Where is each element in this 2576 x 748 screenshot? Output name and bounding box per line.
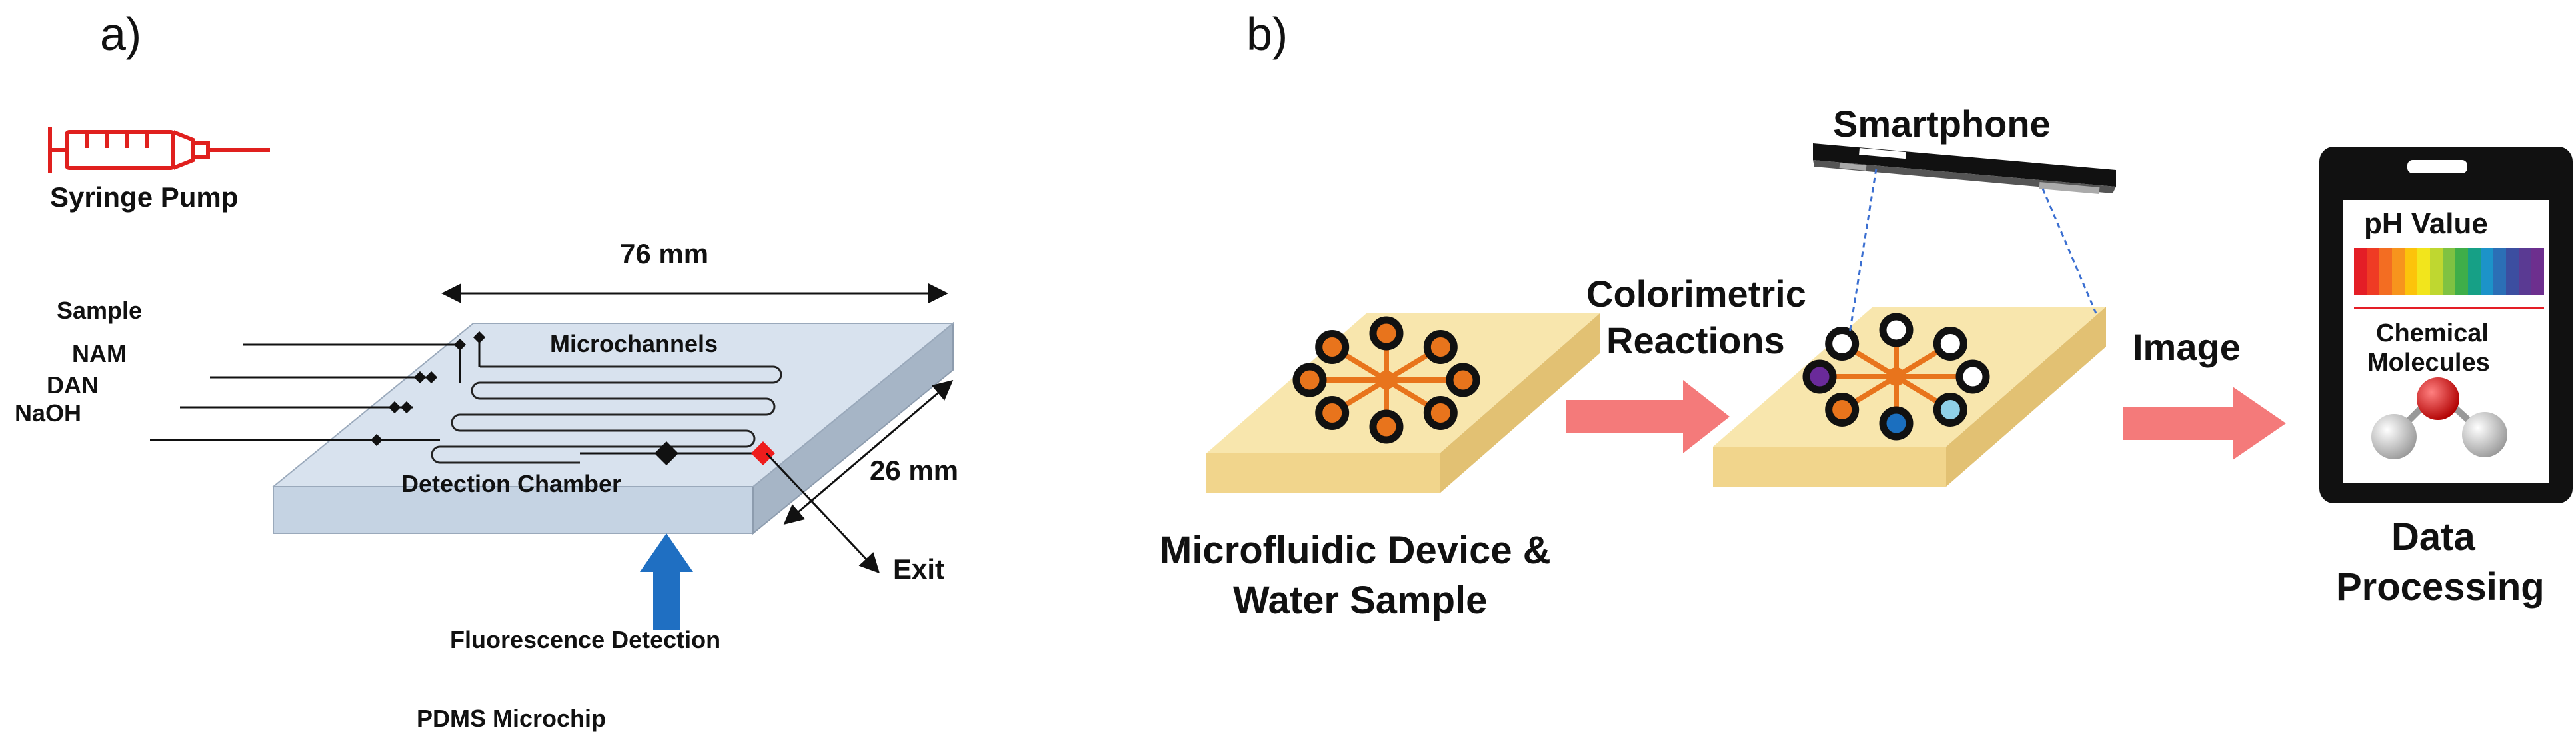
exit-arrow: [765, 452, 880, 574]
input-label-dan: DAN: [47, 371, 99, 399]
chip-pattern-plain: [1292, 316, 1480, 444]
fluorescence-arrow: [640, 533, 693, 630]
syringe-icon: [48, 127, 270, 173]
depth-dimension-arrow: [783, 380, 954, 525]
ph-scale-icon: [2354, 248, 2544, 309]
ph-color-band: [2379, 248, 2392, 295]
microchannels: [431, 365, 782, 464]
ph-color-band: [2468, 248, 2481, 295]
detection-chamber-label: Detection Chamber: [401, 470, 621, 497]
processing-caption-line2: Processing: [2336, 565, 2545, 609]
arrow-to-processing: [2123, 387, 2286, 460]
chemical-label-line1: Chemical: [2376, 319, 2489, 347]
panel-a-label: a): [100, 8, 141, 60]
ph-color-band: [2519, 248, 2531, 295]
smartphone-label: Smartphone: [1833, 103, 2051, 145]
ph-color-band: [2506, 248, 2519, 295]
microfluidic-device-plain: [1206, 313, 1600, 493]
ph-color-band: [2481, 248, 2493, 295]
device-caption-line2: Water Sample: [1233, 579, 1487, 622]
ph-color-band: [2455, 248, 2468, 295]
detection-zone: [1423, 330, 1458, 365]
ph-color-band: [2354, 248, 2367, 295]
microchannels-label: Microchannels: [550, 330, 718, 357]
input-label-naoh: NaOH: [15, 399, 81, 427]
arrow-to-reaction: [1566, 380, 1730, 453]
ph-color-band: [2367, 248, 2379, 295]
chip-pattern-reacted: [1802, 313, 1990, 441]
detection-zone: [1955, 359, 1990, 394]
ph-color-band: [2493, 248, 2506, 295]
input-label-sample: Sample: [57, 297, 142, 324]
detection-zone: [1369, 409, 1404, 444]
processing-caption-line1: Data: [2391, 515, 2475, 559]
detection-zone: [1933, 327, 1967, 361]
detection-zone: [1933, 392, 1967, 427]
ph-color-band: [2392, 248, 2405, 295]
outlet-marker: [751, 441, 775, 465]
detection-zone: [1879, 313, 1914, 347]
width-dimension-label: 76 mm: [620, 238, 708, 269]
ph-value-label: pH Value: [2364, 207, 2488, 240]
input-label-nam: NAM: [72, 340, 127, 367]
detection-zone: [1315, 395, 1350, 430]
reaction-label-line2: Reactions: [1606, 319, 1785, 361]
ph-color-band: [2430, 248, 2443, 295]
ph-color-band: [2417, 248, 2430, 295]
detection-zone: [1446, 363, 1480, 397]
image-label: Image: [2133, 326, 2241, 368]
panel-a: a) Syringe Pump 76 mm: [15, 8, 958, 732]
central-inlet: [1377, 371, 1396, 389]
ph-color-band: [2405, 248, 2417, 295]
central-inlet: [1887, 367, 1906, 386]
detection-zone: [1825, 327, 1860, 361]
detection-zone: [1315, 330, 1350, 365]
syringe-pump-label: Syringe Pump: [50, 181, 238, 213]
device-caption-line1: Microfluidic Device &: [1160, 529, 1551, 572]
detection-zone: [1369, 316, 1404, 351]
exit-label: Exit: [893, 553, 944, 585]
reaction-label-line1: Colorimetric: [1586, 273, 1806, 315]
water-molecule-icon: [2371, 377, 2507, 459]
camera-view-right: [2041, 188, 2097, 314]
detection-zone: [1292, 363, 1327, 397]
inlet-lines: [150, 331, 486, 447]
panel-b: b) Colorimetric Reactions Smartphone: [1160, 8, 2573, 622]
detection-zone: [1879, 406, 1914, 441]
chemical-label-line2: Molecules: [2367, 349, 2490, 377]
detection-zone: [1423, 395, 1458, 430]
fluorescence-detection-label: Fluorescence Detection: [450, 626, 720, 653]
detection-chamber-marker: [654, 441, 678, 465]
depth-dimension-label: 26 mm: [870, 455, 958, 486]
pdms-microchip-label: PDMS Microchip: [417, 705, 606, 732]
detection-zone: [1802, 359, 1837, 394]
panel-b-label: b): [1246, 8, 1288, 60]
smartphone-icon: [1813, 143, 2116, 194]
detection-zone: [1825, 392, 1860, 427]
ph-color-band: [2531, 248, 2544, 295]
ph-color-band: [2443, 248, 2455, 295]
